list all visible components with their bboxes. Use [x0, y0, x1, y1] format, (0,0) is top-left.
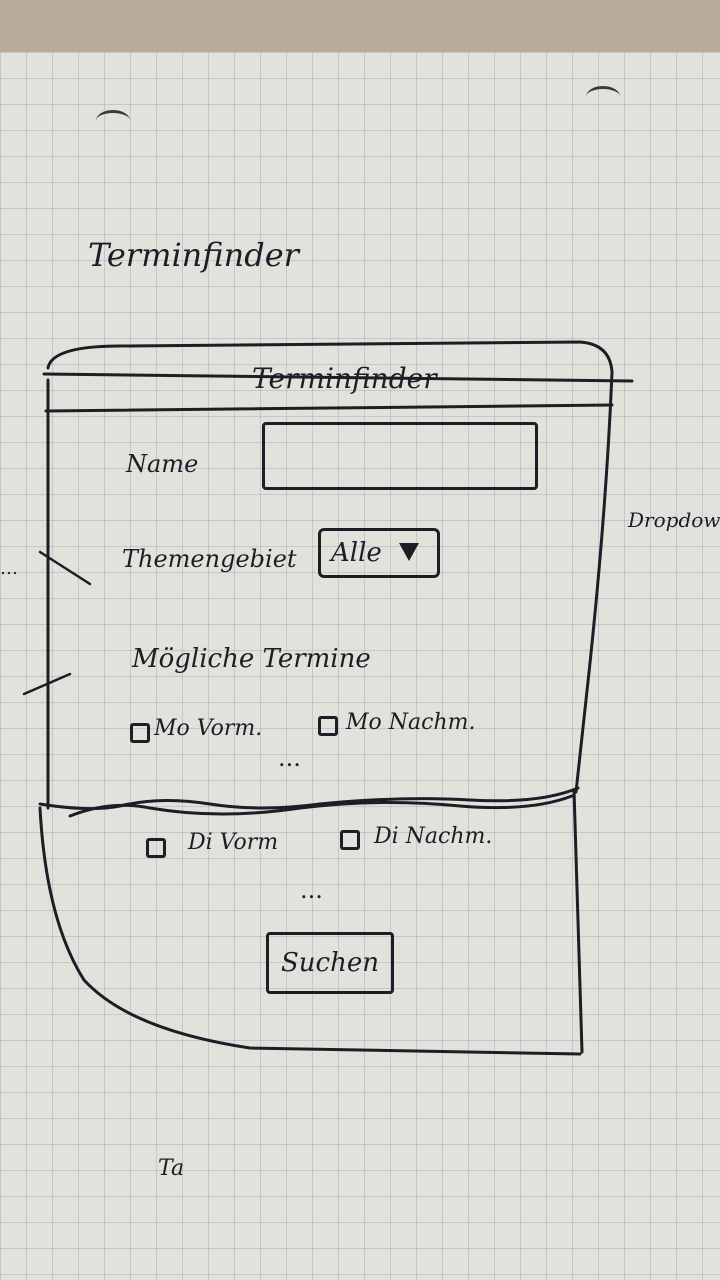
option-label: Di Nachm.: [374, 824, 493, 849]
bottom-note: Ta: [158, 1156, 185, 1181]
option-label: Mo Nachm.: [346, 710, 476, 735]
window-title: Terminfinder: [252, 362, 437, 395]
checkbox-option[interactable]: [130, 723, 150, 743]
more-options-ellipsis: ...: [300, 876, 323, 904]
more-options-ellipsis: ...: [278, 744, 301, 772]
option-label: Mo Vorm.: [154, 716, 263, 741]
search-button-label: Suchen: [281, 948, 379, 978]
margin-note-left: …: [0, 558, 18, 579]
name-label: Name: [126, 450, 199, 478]
checkbox-option[interactable]: [318, 716, 338, 736]
dates-label: Mögliche Termine: [132, 644, 371, 674]
topic-dropdown-value: Alle: [331, 538, 382, 568]
name-input[interactable]: [262, 422, 538, 490]
punch-hole-right: [586, 86, 620, 107]
topic-label: Themengebiet: [122, 545, 297, 573]
margin-note-right: Dropdown: [628, 508, 720, 532]
search-button[interactable]: Suchen: [266, 932, 394, 994]
punch-hole-left: [96, 110, 130, 131]
desk-background: [0, 0, 720, 52]
checkbox-option[interactable]: [340, 830, 360, 850]
topic-dropdown[interactable]: Alle: [318, 528, 440, 578]
option-label: Di Vorm: [188, 830, 279, 855]
page-title: Terminfinder: [88, 236, 299, 274]
chevron-down-icon: [399, 543, 419, 561]
checkbox-option[interactable]: [146, 838, 166, 858]
